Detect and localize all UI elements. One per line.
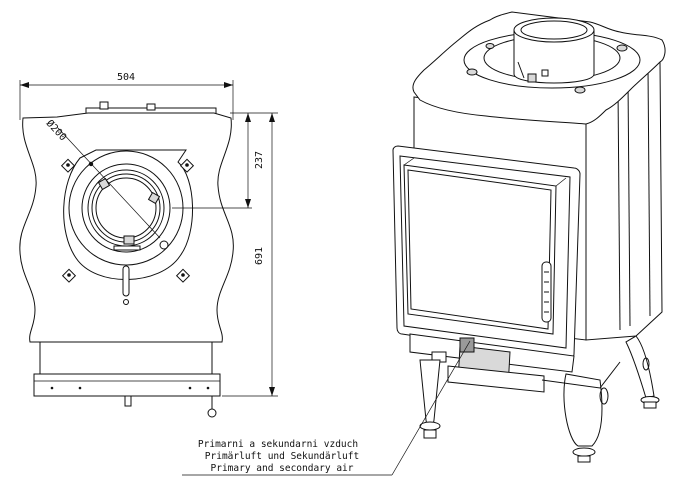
- dimension-width: 504: [117, 72, 135, 83]
- fixing-bracket: [60, 158, 76, 173]
- bolt: [574, 86, 586, 94]
- fixing-bracket: [61, 268, 77, 283]
- air-callout: Primarni a sekundarni vzduch Primärluft …: [182, 340, 471, 476]
- fixing-bracket: [175, 268, 191, 283]
- front-view: Ø200 504 237 691: [19, 72, 278, 418]
- bolt: [616, 44, 628, 52]
- isometric-view: [392, 11, 666, 463]
- bolt: [485, 43, 495, 49]
- dimension-offset: 237: [254, 151, 265, 169]
- callout-line-en: Primary and secondary air: [211, 463, 354, 474]
- bolt: [466, 68, 478, 76]
- callout-line-de: Primärluft und Sekundärluft: [205, 451, 359, 462]
- fixing-bracket: [179, 158, 195, 173]
- dimension-height: 691: [254, 247, 265, 265]
- callout-line-cz: Primarni a sekundarni vzduch: [198, 439, 358, 450]
